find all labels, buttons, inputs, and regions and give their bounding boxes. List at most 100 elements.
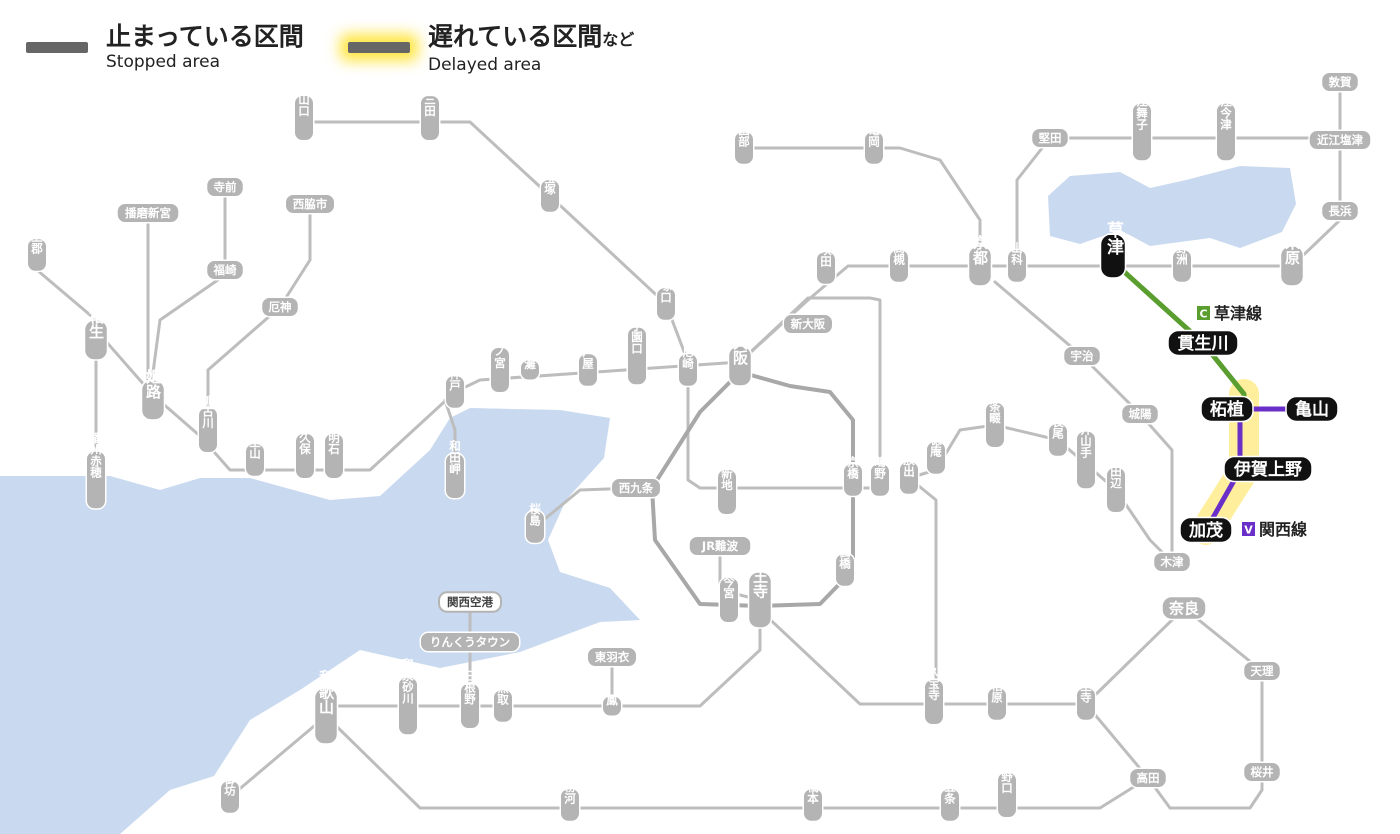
station-suita[interactable]: 吹田 xyxy=(815,243,837,286)
station-marker xyxy=(519,359,541,381)
station-amagasaki[interactable]: 尼崎 xyxy=(677,345,699,388)
station-dobo[interactable]: 土山 xyxy=(244,435,266,478)
station-harimashingu[interactable]: 播磨新宮 xyxy=(116,202,180,224)
kansai-line-name: 関西線 xyxy=(1259,520,1307,539)
station-himeji[interactable]: 姫路 xyxy=(140,368,166,421)
station-hashimoto[interactable]: 橋本 xyxy=(802,780,824,823)
station-kyuhoji[interactable]: 久宝寺 xyxy=(923,665,945,726)
station-koshienguchi[interactable]: 甲子園口 xyxy=(626,308,648,386)
station-matsuiyamate[interactable]: 松井山手 xyxy=(1075,411,1097,490)
station-kizu[interactable]: 木津 xyxy=(1152,551,1192,573)
station-tokuan[interactable]: 徳庵 xyxy=(925,433,947,476)
station-omimaiko[interactable]: 近江舞子 xyxy=(1131,83,1153,162)
station-label: 播磨新宮 xyxy=(125,206,171,220)
station-hanaten[interactable]: 放出 xyxy=(898,453,920,496)
station-jyoyo[interactable]: 城陽 xyxy=(1120,403,1160,425)
station-marker xyxy=(747,571,773,629)
station-hineno[interactable]: 日根野 xyxy=(459,670,481,730)
station-tsuruga[interactable]: 敦賀 xyxy=(1320,71,1360,93)
station-shigino[interactable]: 鴫野 xyxy=(869,455,891,498)
station-shinimamiya[interactable]: 新今宮 xyxy=(718,563,740,624)
station-kashiwara[interactable]: 柏原 xyxy=(986,679,1008,722)
station-oji[interactable]: 王寺 xyxy=(1075,680,1097,722)
station-yakujin[interactable]: 厄神 xyxy=(260,296,300,318)
station-kamo[interactable]: 加茂 xyxy=(1179,516,1233,544)
station-katata[interactable]: 堅田 xyxy=(1030,127,1070,149)
station-nishiakashi[interactable]: 西明石 xyxy=(323,420,345,480)
station-nagao[interactable]: 長尾 xyxy=(1047,416,1069,458)
station-shinsanda[interactable]: 新三田 xyxy=(419,81,441,142)
station-tsuge_kibukawa[interactable]: 貫生川 xyxy=(1167,329,1239,357)
station-label: 姫路 xyxy=(144,368,162,399)
station-fukusaki[interactable]: 福崎 xyxy=(205,259,245,281)
station-omiimazu[interactable]: 近江今津 xyxy=(1215,83,1237,162)
station-wadamisaki[interactable]: 和田岬 xyxy=(444,439,466,500)
station-label: 近江塩津 xyxy=(1317,133,1363,147)
station-label: 福崎 xyxy=(213,263,237,277)
station-higashihagoromo[interactable]: 東羽衣 xyxy=(586,646,638,668)
station-shijonawate[interactable]: 四条畷 xyxy=(984,389,1006,449)
station-takatsuki[interactable]: 高槻 xyxy=(888,241,910,284)
station-yamashina[interactable]: 山科 xyxy=(1006,241,1028,284)
station-marker xyxy=(1171,248,1193,284)
station-kyotanabe[interactable]: 京田辺 xyxy=(1105,453,1127,514)
station-gojo[interactable]: 五条 xyxy=(939,781,961,823)
station-maibara[interactable]: 米原 xyxy=(1279,234,1305,287)
line-kansai xyxy=(1203,406,1315,533)
station-kameoka[interactable]: 亀岡 xyxy=(863,123,885,166)
station-kobe[interactable]: 神戸 xyxy=(444,367,466,410)
station-nara[interactable]: 奈良 xyxy=(1161,595,1207,621)
station-kakogawa[interactable]: 加古川 xyxy=(197,393,219,454)
station-yasu[interactable]: 野洲 xyxy=(1171,242,1193,284)
station-marker xyxy=(293,94,315,142)
station-banshuako[interactable]: 播州赤穂 xyxy=(85,431,107,510)
station-kansaiairport[interactable]: 関西空港 xyxy=(438,591,502,613)
station-kyobashi[interactable]: 京橋 xyxy=(842,455,864,498)
station-yoshinoguchi[interactable]: 吉野口 xyxy=(996,758,1018,819)
station-ashiya[interactable]: 芦屋 xyxy=(577,345,599,388)
station-nada[interactable]: 灘 xyxy=(519,357,541,381)
station-kamigori[interactable]: 上郡 xyxy=(26,230,48,273)
station-tennoji[interactable]: 天王寺 xyxy=(747,554,773,629)
station-takada[interactable]: 高田 xyxy=(1128,767,1168,789)
station-sonobe[interactable]: 園部 xyxy=(733,123,755,166)
station-gobo[interactable]: 御坊 xyxy=(219,772,241,815)
station-tsukaguchi[interactable]: 塚口 xyxy=(655,279,677,322)
station-okubo[interactable]: 大久保 xyxy=(294,419,316,480)
station-kusatsu[interactable]: 草津 xyxy=(1099,221,1127,279)
station-marker xyxy=(244,442,266,478)
station-aioi[interactable]: 相生 xyxy=(83,308,109,361)
station-kokawa[interactable]: 粉河 xyxy=(559,780,581,823)
station-izumisunagawa[interactable]: 和泉砂川 xyxy=(397,657,419,736)
station-wakayama[interactable]: 和歌山 xyxy=(313,670,339,745)
osaka-bay xyxy=(0,408,640,834)
station-marker xyxy=(1128,767,1168,789)
station-otori[interactable]: 鳳 xyxy=(601,694,623,717)
station-marker xyxy=(205,259,245,281)
station-sannomiya[interactable]: 三ノ宮 xyxy=(489,334,511,394)
station-shinosaka[interactable]: 新大阪 xyxy=(782,313,834,335)
station-marker xyxy=(524,509,546,545)
station-sakurai[interactable]: 桜井 xyxy=(1242,761,1282,783)
station-nishikujo[interactable]: 西九条 xyxy=(610,477,662,499)
station-takarazuka[interactable]: 宝塚 xyxy=(539,171,561,214)
station-kitashinchi[interactable]: 北新地 xyxy=(716,455,738,516)
station-nishiwakishi[interactable]: 西脇市 xyxy=(284,193,336,215)
station-kyoto[interactable]: 京都 xyxy=(967,234,993,287)
station-sasayamaguchi[interactable]: 篠山口 xyxy=(293,81,315,142)
station-rinkutown[interactable]: りんくうタウン xyxy=(419,631,521,653)
station-sakurajima[interactable]: 桜島 xyxy=(524,502,546,545)
station-label: 柏原 xyxy=(990,679,1004,704)
station-terasaki[interactable]: 寺前 xyxy=(205,176,245,198)
station-tsuruhashi[interactable]: 鶴橋 xyxy=(834,545,856,588)
station-kameyama[interactable]: 亀山 xyxy=(1285,395,1339,423)
station-omishiotsu[interactable]: 近江塩津 xyxy=(1308,129,1372,151)
station-nagahama[interactable]: 長浜 xyxy=(1320,200,1360,222)
station-kumatori[interactable]: 熊取 xyxy=(492,681,514,724)
station-jrnanba[interactable]: JR難波 xyxy=(688,535,752,557)
station-tsuge[interactable]: 柘植 xyxy=(1200,395,1254,423)
station-osaka[interactable]: 大阪 xyxy=(727,334,753,387)
station-igaueno[interactable]: 伊賀上野 xyxy=(1223,455,1313,483)
station-tenri[interactable]: 天理 xyxy=(1242,660,1282,682)
station-uji[interactable]: 宇治 xyxy=(1062,345,1102,367)
